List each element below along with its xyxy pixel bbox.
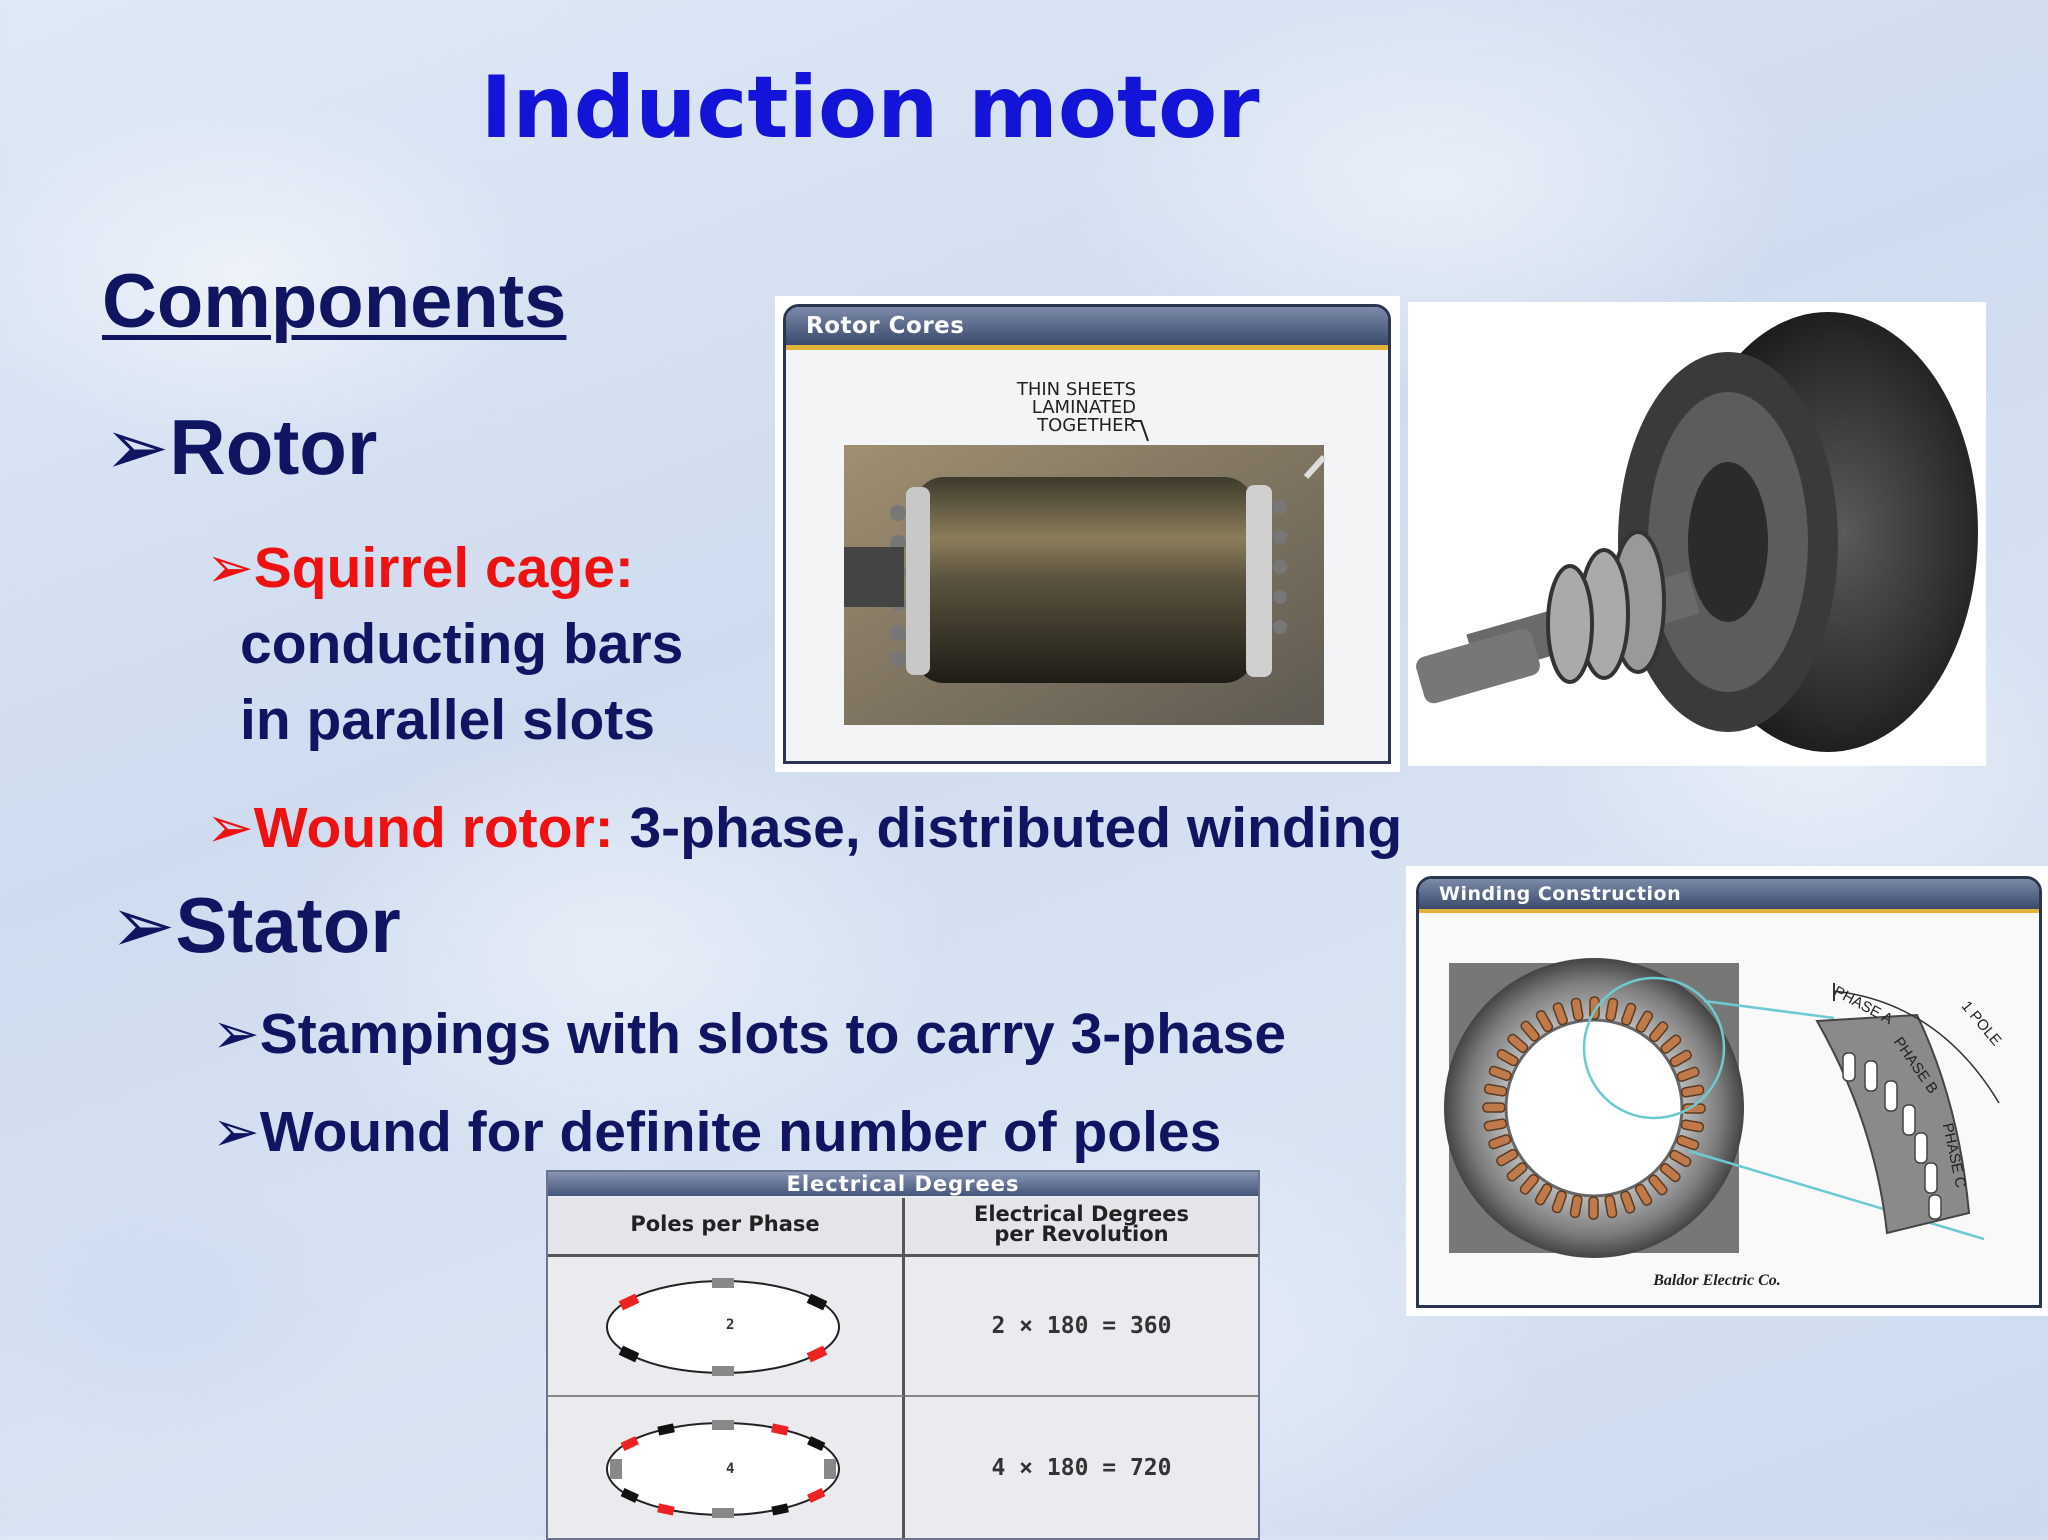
electrical-degrees-header: Electrical Degrees <box>548 1172 1258 1196</box>
two-pole-formula: 2 × 180 = 360 <box>991 1313 1172 1339</box>
laminated-callout: THIN SHEETS LAMINATED TOGETHER <box>1016 379 1136 436</box>
winding-construction-figure: Winding Construction <box>1406 866 2048 1316</box>
col-header-degrees: Electrical Degrees per Revolution <box>905 1198 1258 1257</box>
two-pole-diagram <box>606 1278 840 1376</box>
four-pole-formula: 4 × 180 = 720 <box>991 1455 1172 1481</box>
arrow-bullet-icon: ➢ <box>212 1001 260 1067</box>
bullet-stampings: ➢Stampings with slots to carry 3-phase <box>212 996 1286 1072</box>
arrow-bullet-icon: ➢ <box>206 535 254 601</box>
table-row: 4 × 180 = 720 <box>905 1397 1258 1538</box>
bullet-rotor: ➢Rotor <box>104 402 377 493</box>
winding-header: Winding Construction <box>1419 879 2039 913</box>
four-pole-diagram <box>606 1420 840 1518</box>
col-header-poles: Poles per Phase <box>548 1198 905 1257</box>
wound-poles-text: Wound for definite number of poles <box>259 1100 1222 1164</box>
wound-rotor-text: 3-phase, distributed winding <box>613 796 1403 860</box>
bullet-wound-poles: ➢Wound for definite number of poles <box>212 1094 1221 1170</box>
squirrel-cage-label: Squirrel cage: <box>253 536 634 600</box>
table-row: 4 <box>548 1397 905 1538</box>
two-pole-number: 2 <box>726 1317 735 1333</box>
slide-title: Induction motor <box>480 58 1260 158</box>
wound-rotor-label: Wound rotor: <box>253 796 614 860</box>
four-pole-number: 4 <box>726 1461 735 1477</box>
arrow-bullet-icon: ➢ <box>104 403 170 493</box>
electrical-degrees-table: Electrical Degrees Poles per Phase Elect… <box>546 1170 1260 1540</box>
arrow-bullet-icon: ➢ <box>206 795 254 861</box>
squirrel-cage-line1: conducting bars <box>240 612 684 676</box>
stampings-text: Stampings with slots to carry 3-phase <box>259 1002 1287 1066</box>
rotor-cores-figure: Rotor Cores THIN SHEETS LAMINATED TOGETH… <box>775 296 1400 772</box>
stator-label: Stator <box>175 881 401 969</box>
table-row: 2 × 180 = 360 <box>905 1257 1258 1397</box>
bullet-stator: ➢Stator <box>110 880 401 971</box>
stator-winding-diagram <box>1444 958 2000 1258</box>
squirrel-cage-line2: in parallel slots <box>240 688 655 752</box>
components-heading: Components <box>102 259 567 344</box>
bullet-squirrel-cage: ➢Squirrel cage: conducting bars in paral… <box>206 530 683 758</box>
rotor-cores-header: Rotor Cores <box>786 307 1388 350</box>
arrow-bullet-icon: ➢ <box>212 1099 260 1165</box>
baldor-credit: Baldor Electric Co. <box>1653 1272 1781 1289</box>
bullet-wound-rotor: ➢Wound rotor: 3-phase, distributed windi… <box>206 790 1402 866</box>
arrow-bullet-icon: ➢ <box>110 881 176 971</box>
wound-rotor-photo <box>1408 302 1986 766</box>
rotor-core-photo <box>844 420 1327 725</box>
rotor-label: Rotor <box>169 403 378 491</box>
table-row: 2 <box>548 1257 905 1397</box>
